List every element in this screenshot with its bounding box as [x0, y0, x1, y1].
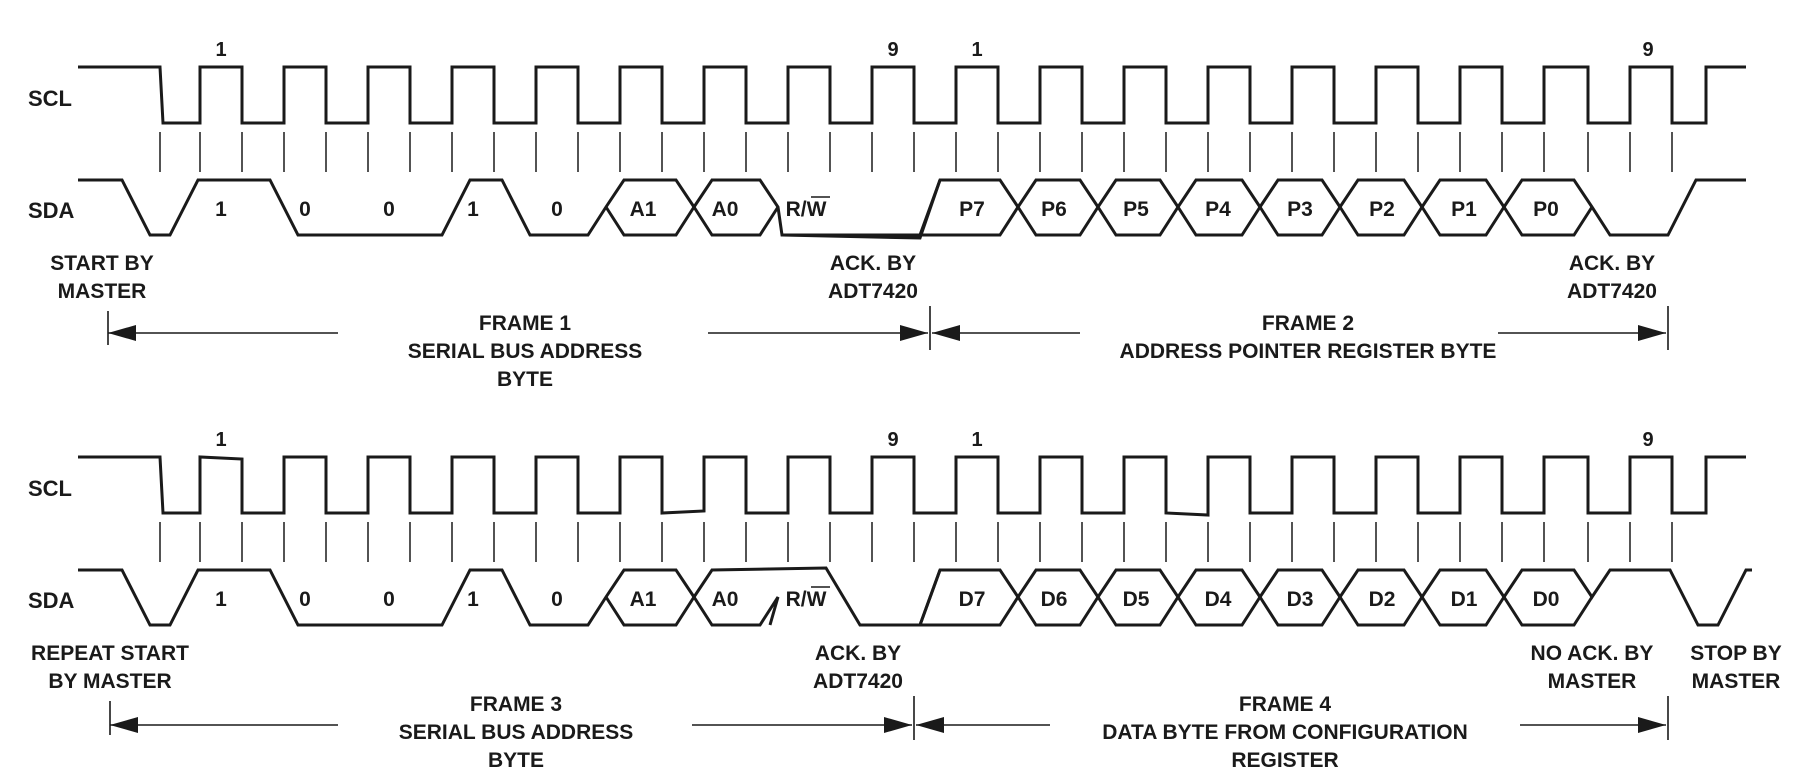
clock-mark: 1 — [971, 429, 982, 451]
start-by-master-label: MASTER — [58, 280, 147, 303]
clock-mark: 9 — [1642, 39, 1653, 61]
frame-1-caption: FRAME 1 — [479, 312, 571, 335]
sda-bit-label: 0 — [299, 588, 311, 611]
sda-bit-lower-edges — [604, 179, 1594, 240]
sda-bit-label: P3 — [1287, 198, 1313, 221]
sda-bit-label: 0 — [383, 198, 395, 221]
ack-by-adt7420-label: ADT7420 — [1567, 280, 1657, 303]
frame-4-caption: DATA BYTE FROM CONFIGURATION — [1102, 721, 1468, 744]
ack-by-adt7420-label: ACK. BY — [815, 642, 901, 665]
sda-bit-label: A0 — [712, 198, 739, 221]
sda-bit-label: P1 — [1451, 198, 1477, 221]
frame-3-caption: BYTE — [488, 749, 544, 772]
ack-by-adt7420-label: ACK. BY — [830, 252, 916, 275]
frame-arrowheads — [110, 717, 1666, 733]
sda-bit-label: P0 — [1533, 198, 1559, 221]
repeat-start-label: REPEAT START — [31, 642, 189, 665]
sda-bit-label: D7 — [959, 588, 986, 611]
sda-bit-label: D1 — [1451, 588, 1478, 611]
scl-signal-label: SCL — [28, 86, 72, 111]
scl-waveform — [78, 65, 1746, 125]
clock-sync-ticks — [159, 522, 1673, 562]
sda-bit-lower-edges — [604, 569, 1594, 627]
frame-3-caption: SERIAL BUS ADDRESS — [399, 721, 634, 744]
clock-mark: 9 — [887, 39, 898, 61]
timing-panel-2: SCL SDA 1 9 1 9 1 0 0 1 0 A1 A0 R/W D7 D… — [28, 429, 1782, 772]
sda-bit-label: 0 — [551, 588, 563, 611]
sda-bit-label: P7 — [959, 198, 985, 221]
frame-4-caption: REGISTER — [1231, 749, 1338, 772]
stop-by-master-label: STOP BY — [1690, 642, 1781, 665]
sda-bit-label: P2 — [1369, 198, 1395, 221]
sda-bit-label: 1 — [215, 198, 227, 221]
sda-waveform — [78, 178, 1746, 237]
clock-mark: 1 — [215, 39, 226, 61]
sda-bit-label: D4 — [1205, 588, 1232, 611]
sda-bit-label: A0 — [712, 588, 739, 611]
no-ack-by-master-label: MASTER — [1548, 670, 1637, 693]
frame-3-caption: FRAME 3 — [470, 693, 562, 716]
repeat-start-label: BY MASTER — [48, 670, 171, 693]
sda-bit-label: 0 — [551, 198, 563, 221]
sda-bit-label: R/W — [786, 588, 827, 611]
sda-signal-label: SDA — [28, 198, 75, 223]
no-ack-by-master-label: NO ACK. BY — [1531, 642, 1654, 665]
sda-bit-label: 0 — [383, 588, 395, 611]
sda-bit-label: 1 — [467, 588, 479, 611]
frame-1-caption: SERIAL BUS ADDRESS — [408, 340, 643, 363]
frame-boundary-markers — [109, 696, 1669, 740]
frame-1-caption: BYTE — [497, 368, 553, 391]
ack-by-adt7420-label: ADT7420 — [813, 670, 903, 693]
frame-2-caption: ADDRESS POINTER REGISTER BYTE — [1120, 340, 1497, 363]
clock-mark: 9 — [887, 429, 898, 451]
sda-signal-label: SDA — [28, 588, 75, 613]
timing-panel-1: SCL SDA 1 9 1 9 1 0 0 1 0 A1 A0 R/W P7 P… — [28, 39, 1746, 391]
sda-waveform — [78, 566, 1752, 627]
sda-bit-label: D6 — [1041, 588, 1068, 611]
ack-by-adt7420-label: ACK. BY — [1569, 252, 1655, 275]
clock-mark: 1 — [971, 39, 982, 61]
sda-bit-label: P6 — [1041, 198, 1067, 221]
start-by-master-label: START BY — [50, 252, 153, 275]
clock-sync-ticks — [159, 132, 1673, 172]
scl-waveform — [78, 455, 1746, 517]
sda-bit-label: 1 — [467, 198, 479, 221]
sda-bit-label: R/W — [786, 198, 827, 221]
sda-bit-label: D3 — [1287, 588, 1314, 611]
sda-bit-label: A1 — [630, 588, 657, 611]
frame-boundary-markers — [107, 306, 1669, 350]
clock-mark: 1 — [215, 429, 226, 451]
frame-4-caption: FRAME 4 — [1239, 693, 1331, 716]
sda-bit-label: 1 — [215, 588, 227, 611]
frame-2-caption: FRAME 2 — [1262, 312, 1354, 335]
sda-bit-label: D0 — [1533, 588, 1560, 611]
sda-bit-label: A1 — [630, 198, 657, 221]
sda-bit-label: D5 — [1123, 588, 1150, 611]
sda-bit-label: 0 — [299, 198, 311, 221]
stop-by-master-label: MASTER — [1692, 670, 1781, 693]
clock-mark: 9 — [1642, 429, 1653, 451]
sda-bit-label: P4 — [1205, 198, 1231, 221]
sda-bit-label: P5 — [1123, 198, 1149, 221]
scl-signal-label: SCL — [28, 476, 72, 501]
ack-by-adt7420-label: ADT7420 — [828, 280, 918, 303]
sda-bit-label: D2 — [1369, 588, 1396, 611]
